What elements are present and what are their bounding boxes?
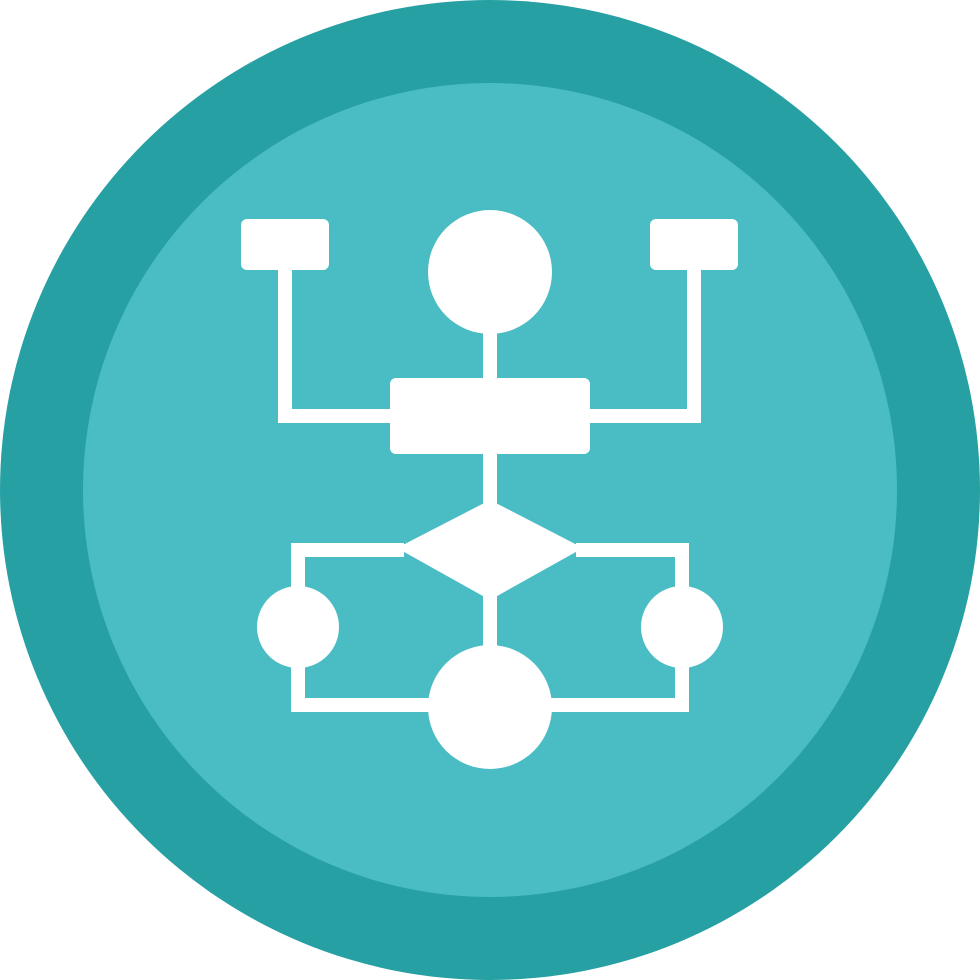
left-branch-connector [278, 260, 395, 423]
bottom-end-node [428, 645, 552, 769]
process-box [390, 378, 590, 454]
right-node [641, 586, 723, 668]
top-start-node [428, 210, 552, 334]
left-node [257, 586, 339, 668]
top-left-box [241, 219, 329, 270]
top-right-box [650, 219, 738, 270]
decision-diamond [397, 500, 583, 600]
right-branch-connector [585, 260, 701, 423]
flowchart-glyph [241, 210, 738, 769]
